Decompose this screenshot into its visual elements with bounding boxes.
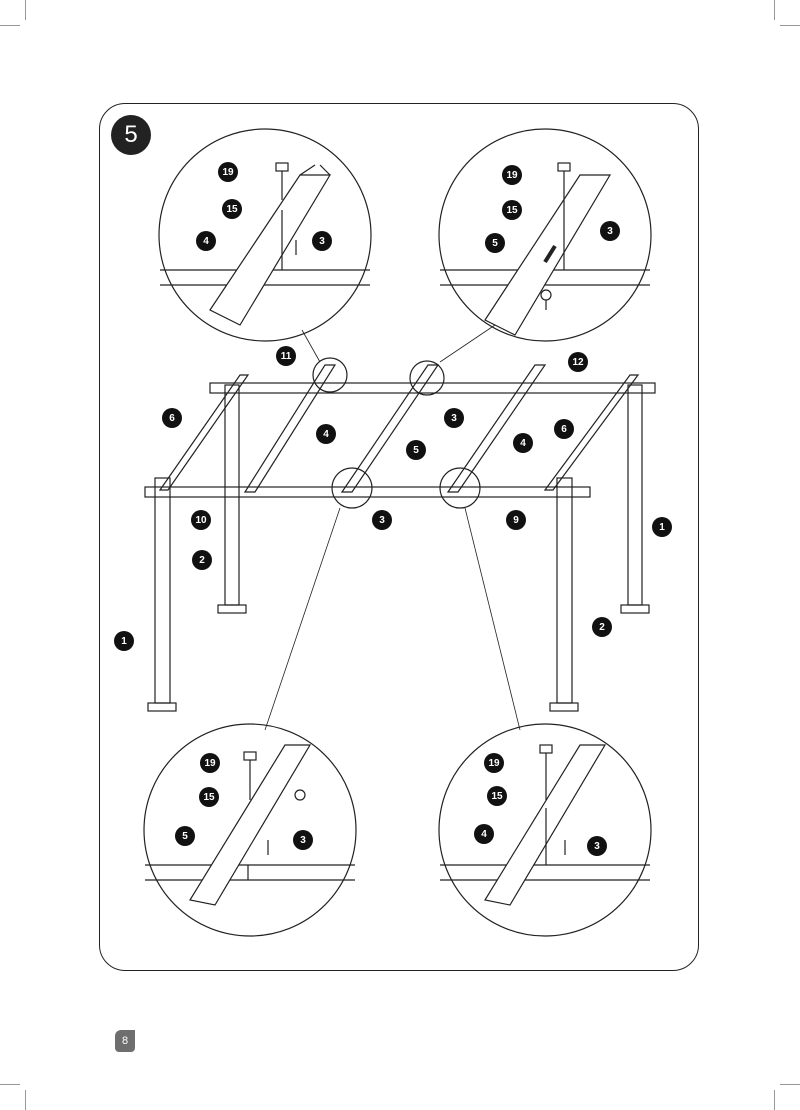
magnifier-leader-lines: [264, 324, 521, 731]
callout-part-6: 6: [554, 419, 574, 439]
crop-mark: [780, 1084, 800, 1085]
callout-part-6: 6: [162, 408, 182, 428]
callout-part-4: 4: [474, 824, 494, 844]
callout-part-1: 1: [114, 631, 134, 651]
crop-mark: [0, 25, 20, 26]
detail-circle-bottom-left: [143, 723, 357, 937]
crop-mark: [774, 1090, 775, 1110]
callout-part-12: 12: [568, 352, 588, 372]
callout-part-9: 9: [506, 510, 526, 530]
detail-circle-top-left: [158, 128, 372, 342]
callout-part-10: 10: [191, 510, 211, 530]
callout-part-3: 3: [312, 231, 332, 251]
detail-circle-bottom-right: [438, 723, 652, 937]
callout-part-3: 3: [600, 221, 620, 241]
callout-part-15: 15: [222, 199, 242, 219]
callout-part-19: 19: [484, 753, 504, 773]
callout-part-15: 15: [502, 200, 522, 220]
page-number: 8: [115, 1030, 135, 1052]
callout-part-15: 15: [487, 786, 507, 806]
callout-part-3: 3: [587, 836, 607, 856]
callout-part-19: 19: [200, 753, 220, 773]
callout-part-5: 5: [175, 826, 195, 846]
callout-part-5: 5: [485, 233, 505, 253]
step-frame: [99, 103, 699, 971]
crop-mark: [25, 0, 26, 20]
callout-part-19: 19: [218, 162, 238, 182]
callout-part-3: 3: [444, 408, 464, 428]
callout-part-2: 2: [592, 617, 612, 637]
callout-part-2: 2: [192, 550, 212, 570]
detail-circle-top-right: [438, 128, 652, 342]
callout-part-4: 4: [196, 231, 216, 251]
callout-part-4: 4: [316, 424, 336, 444]
callout-part-3: 3: [293, 830, 313, 850]
crop-mark: [0, 1084, 20, 1085]
callout-part-11: 11: [276, 346, 296, 366]
callout-part-19: 19: [502, 165, 522, 185]
callout-part-5: 5: [406, 440, 426, 460]
callout-part-3: 3: [372, 510, 392, 530]
pergola-frame: [144, 357, 656, 712]
step-number-badge: 5: [111, 115, 151, 155]
crop-mark: [774, 0, 775, 20]
crop-mark: [780, 25, 800, 26]
crop-mark: [25, 1090, 26, 1110]
callout-part-1: 1: [652, 517, 672, 537]
callout-part-15: 15: [199, 787, 219, 807]
callout-part-4: 4: [513, 433, 533, 453]
